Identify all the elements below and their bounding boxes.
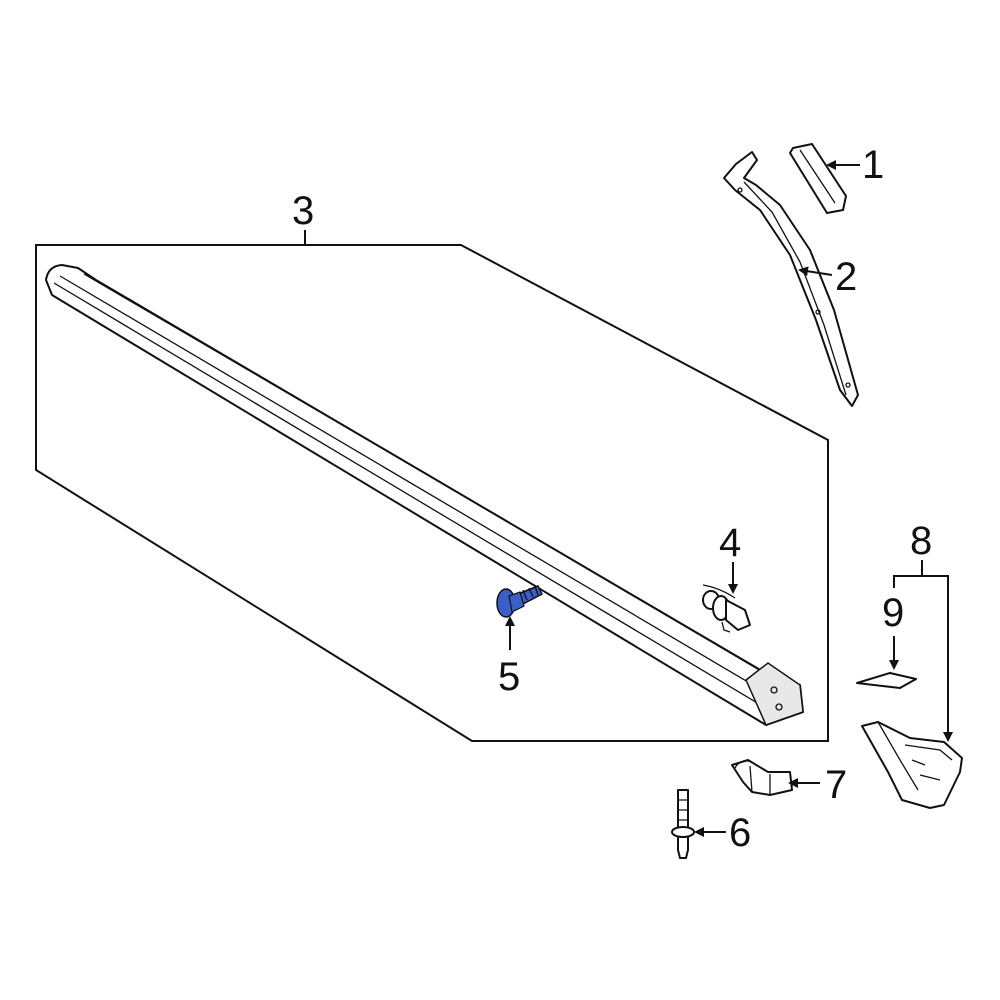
callout-5: 5 <box>498 655 520 699</box>
group-outline <box>35 244 829 742</box>
bracket-clip-part[interactable] <box>731 759 793 796</box>
callout-6: 6 <box>729 811 751 855</box>
push-clip-part[interactable] <box>702 584 751 633</box>
callout-1: 1 <box>862 143 884 187</box>
callout-2: 2 <box>835 255 857 299</box>
callout-4: 4 <box>719 521 741 565</box>
callout-8: 8 <box>910 519 932 563</box>
stud-part[interactable] <box>671 789 695 859</box>
rocker-molding-part[interactable] <box>45 264 804 726</box>
pad-part[interactable] <box>856 672 917 689</box>
screw-part-highlighted[interactable] <box>496 585 543 618</box>
pillar-molding-part[interactable] <box>723 151 859 407</box>
callout-3: 3 <box>292 189 314 233</box>
callout-7: 7 <box>825 763 847 807</box>
bracket-part[interactable] <box>861 721 963 809</box>
trim-strip-part[interactable] <box>789 143 847 214</box>
callout-9: 9 <box>882 591 904 635</box>
leader-lines <box>505 160 953 837</box>
